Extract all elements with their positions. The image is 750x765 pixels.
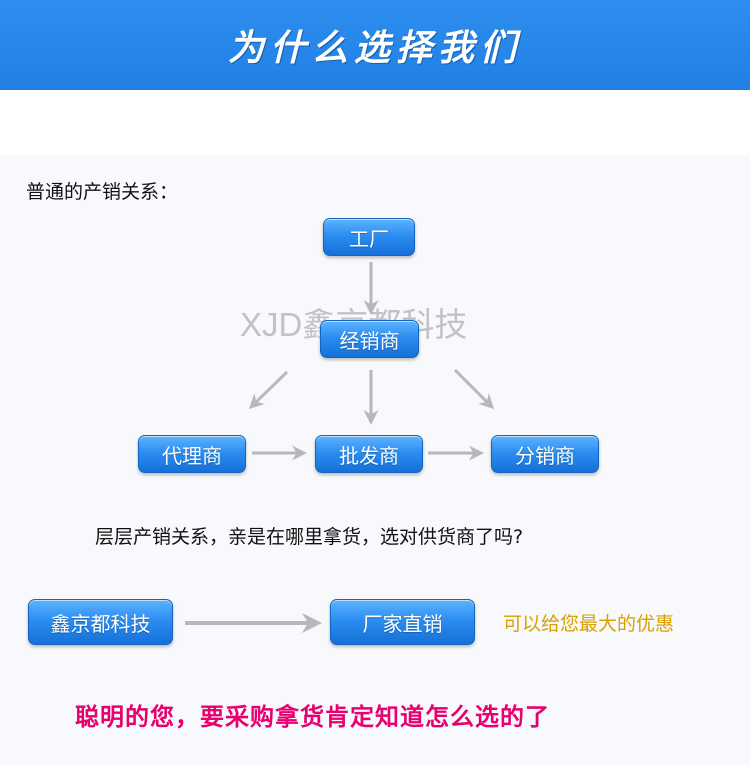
question-text: 层层产销关系，亲是在哪里拿货，选对供货商了吗?: [95, 526, 524, 548]
node-agent: 代理商: [138, 435, 246, 473]
header-bar: 为什么选择我们: [0, 0, 750, 90]
arrow-distributor-to-subdistributor: [453, 368, 495, 410]
node-direct-sales: 厂家直销: [330, 599, 475, 645]
benefit-text: 可以给您最大的优惠: [503, 613, 675, 635]
node-subdistributor: 分销商: [491, 435, 599, 473]
intro-label: 普通的产销关系：: [26, 181, 179, 203]
arrow-distributor-to-agent: [248, 370, 289, 410]
page-title: 为什么选择我们: [227, 27, 522, 69]
node-distributor: 经销商: [320, 320, 419, 358]
node-wholesaler: 批发商: [315, 435, 423, 473]
node-factory: 工厂: [323, 218, 415, 256]
bottom-slogan: 聪明的您，要采购拿货肯定知道怎么选的了: [75, 703, 550, 731]
node-company: 鑫京都科技: [28, 599, 173, 645]
